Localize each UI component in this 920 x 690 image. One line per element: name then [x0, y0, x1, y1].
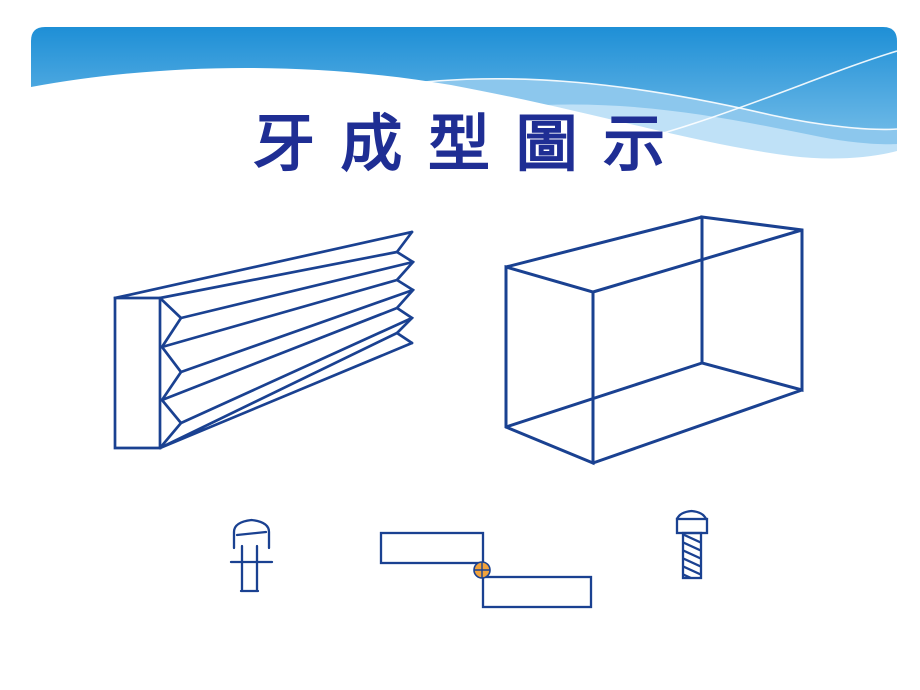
- header-wave-graphic: [31, 27, 898, 167]
- die-rear-zigzag: [394, 230, 416, 345]
- die-left-face: [113, 296, 162, 450]
- threaded-screw-icon: [675, 509, 709, 580]
- box-front-face: [504, 265, 595, 466]
- header-white-wave: [31, 67, 897, 167]
- box-back-face: [700, 215, 804, 392]
- blank-head-outline: [232, 518, 271, 550]
- upper-die-plate: [379, 531, 485, 565]
- blank-marker-cross: [474, 562, 490, 578]
- screw-blank-icon: [229, 518, 274, 593]
- box-wireframe-figure: [504, 215, 804, 466]
- die-ridge-lines: [113, 230, 415, 450]
- screw-head-dome: [675, 509, 708, 521]
- header-thin-curve-1: [370, 77, 898, 131]
- thread-rolling-die-figure: [113, 230, 416, 450]
- box-connecting-edges: [504, 215, 804, 465]
- slide-title: 牙 成 型 圖 示: [252, 107, 668, 180]
- blank-head-chord: [235, 530, 268, 537]
- header-wave-banner: [31, 27, 898, 167]
- screw-thread-hatching: [683, 533, 701, 578]
- die-front-zigzag: [158, 296, 183, 450]
- rolling-dies-blank-icon: [379, 531, 593, 609]
- lower-die-plate: [481, 575, 593, 609]
- blank-shank: [239, 544, 260, 593]
- screw-head: [675, 517, 709, 535]
